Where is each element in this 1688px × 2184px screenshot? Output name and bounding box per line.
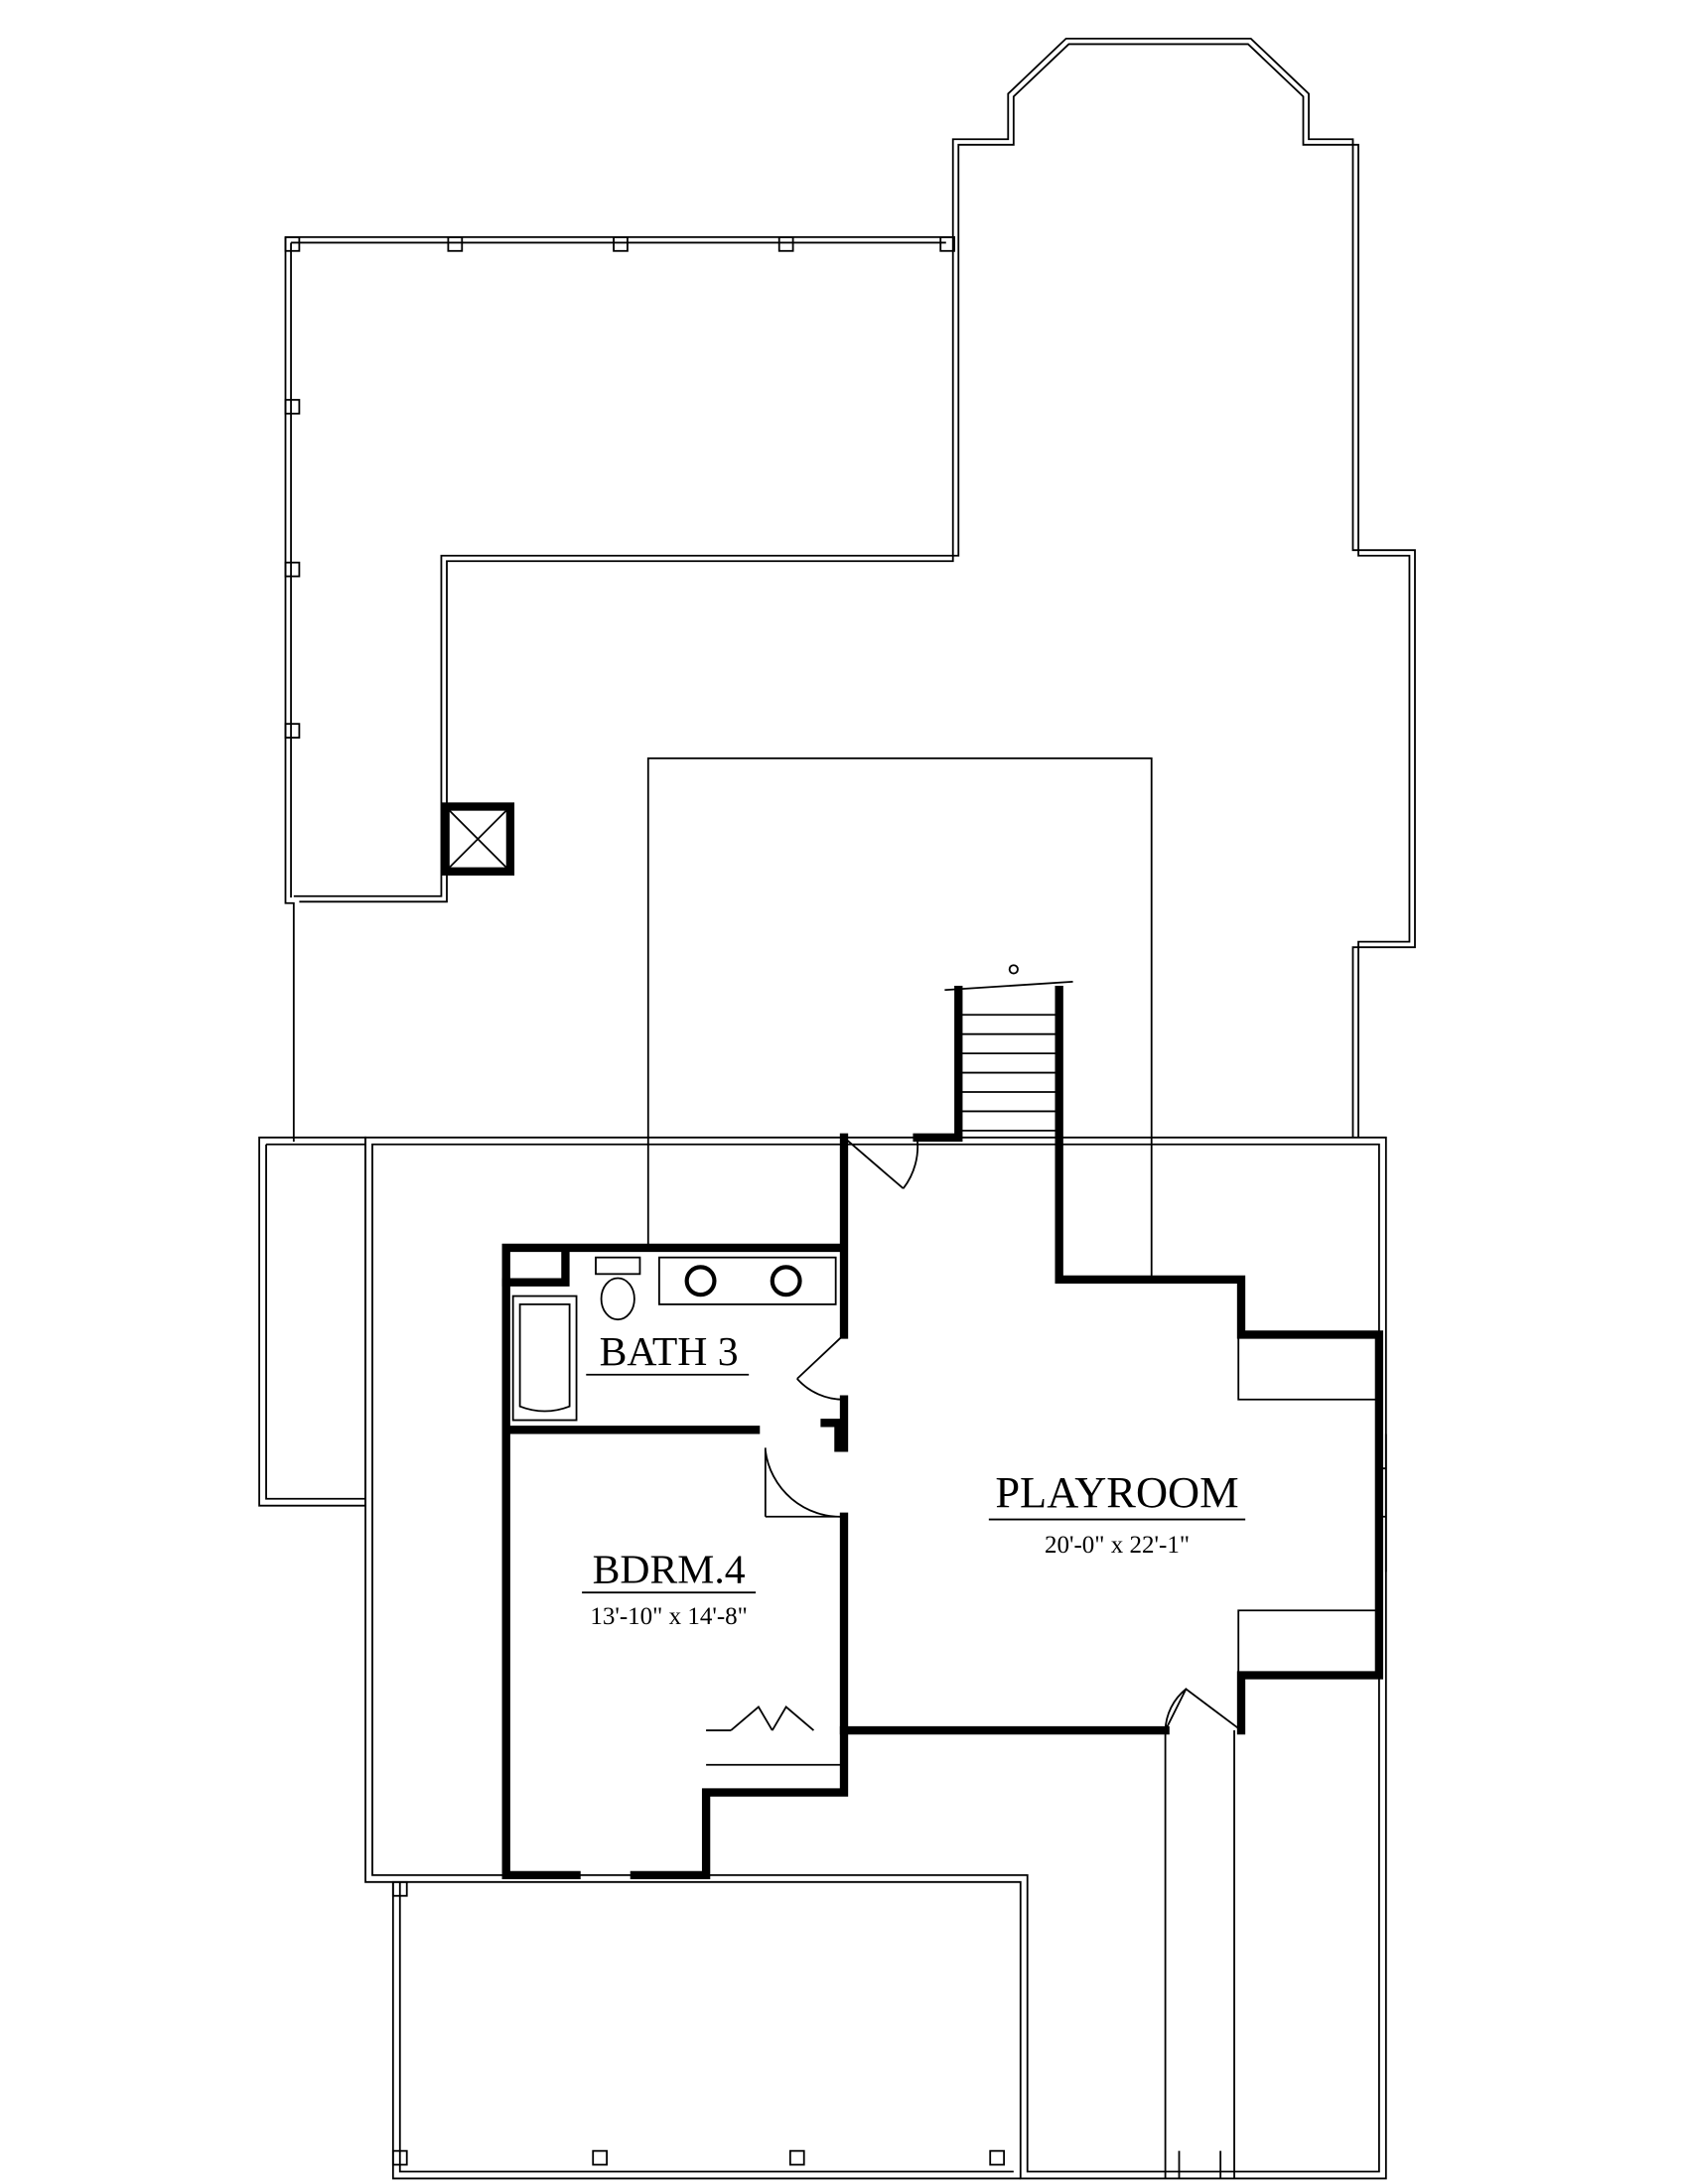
sink xyxy=(684,1265,717,1297)
playroom-label: PLAYROOM xyxy=(995,1467,1238,1517)
bath3-label: BATH 3 xyxy=(600,1329,739,1375)
porch-posts xyxy=(284,235,1006,2166)
stairs xyxy=(944,964,1073,1132)
playroom-size: 20'-0" x 22'-1" xyxy=(1045,1532,1190,1559)
chimney-chase xyxy=(441,802,515,876)
toilet-tank xyxy=(595,1256,641,1276)
roof-outline xyxy=(258,37,1416,2180)
toilet xyxy=(600,1277,635,1321)
sink xyxy=(770,1265,802,1297)
bdrm4-label: BDRM.4 xyxy=(593,1547,746,1592)
doors xyxy=(730,1137,1242,1731)
bath-fixtures xyxy=(511,1256,1379,1676)
room-labels: BATH 3 BDRM.4 13'-10" x 14'-8" PLAYROOM … xyxy=(582,1329,1246,1630)
bdrm4-size: 13'-10" x 14'-8" xyxy=(590,1603,748,1630)
bathtub xyxy=(511,1295,578,1422)
vanity xyxy=(657,1256,837,1305)
interior-walls xyxy=(501,986,1384,1880)
